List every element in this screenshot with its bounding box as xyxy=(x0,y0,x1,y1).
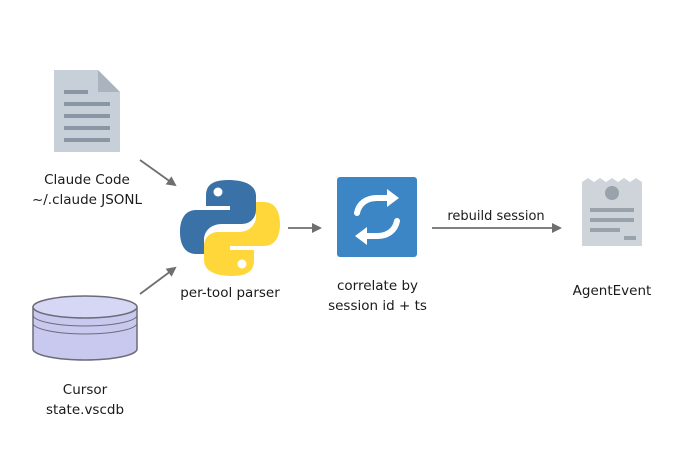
claude-code-path: ~/.claude JSONL xyxy=(31,192,143,208)
document-icon xyxy=(54,70,120,152)
correlate-line2: session id + ts xyxy=(328,298,427,314)
database-icon xyxy=(32,295,138,361)
arrow-claude-to-parser xyxy=(139,159,177,187)
cursor-label: Cursor state.vscdb xyxy=(25,380,145,420)
correlate-label: correlate by session id + ts xyxy=(305,276,450,316)
python-logo-icon xyxy=(180,180,280,276)
correlate-line1: correlate by xyxy=(336,278,419,294)
sync-icon xyxy=(337,177,417,257)
cursor-db-file: state.vscdb xyxy=(45,402,125,418)
parser-label: per-tool parser xyxy=(160,283,300,303)
claude-code-title: Claude Code xyxy=(44,172,130,188)
agent-event-label: AgentEvent xyxy=(552,281,672,301)
parser-title: per-tool parser xyxy=(180,285,280,301)
receipt-icon xyxy=(582,178,642,246)
agent-event-title: AgentEvent xyxy=(572,283,652,299)
claude-code-label: Claude Code ~/.claude JSONL xyxy=(22,170,152,210)
arrow-cursor-to-parser xyxy=(139,266,177,295)
rebuild-session-label: rebuild session xyxy=(447,209,545,224)
cursor-title: Cursor xyxy=(62,382,108,398)
